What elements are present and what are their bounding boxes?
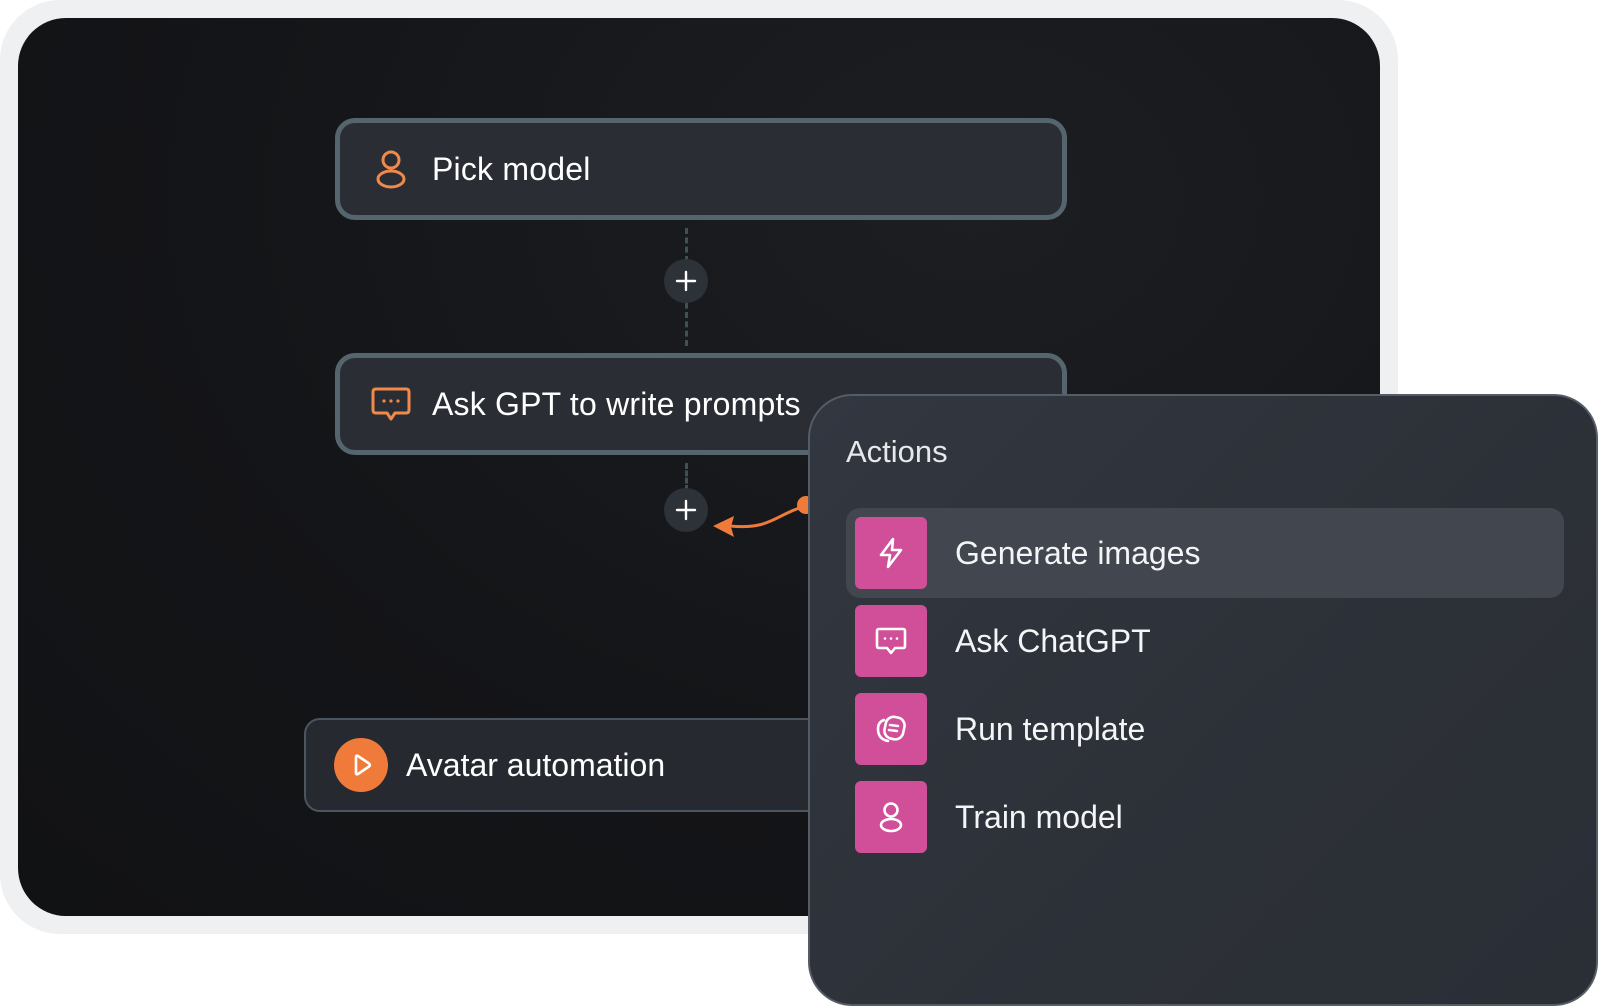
action-label: Generate images (955, 534, 1201, 571)
bolt-icon (855, 517, 927, 589)
person-icon (370, 148, 412, 190)
actions-panel: Actions Generate images Ask ChatGPT (808, 394, 1598, 1006)
action-label: Train model (955, 798, 1123, 835)
chat-bubble-icon (370, 383, 412, 425)
action-run-template[interactable]: Run template (846, 684, 1564, 774)
trigger-node-avatar-automation[interactable]: Avatar automation (304, 718, 864, 812)
add-step-button[interactable] (664, 488, 708, 532)
node-label: Ask GPT to write prompts (432, 385, 801, 422)
workflow-node-pick-model[interactable]: Pick model (335, 118, 1067, 220)
connector-line (685, 463, 688, 491)
add-step-button[interactable] (664, 259, 708, 303)
template-icon (855, 693, 927, 765)
action-ask-chatgpt[interactable]: Ask ChatGPT (846, 596, 1564, 686)
node-label: Pick model (432, 150, 591, 187)
plus-icon (675, 499, 697, 521)
action-label: Run template (955, 710, 1146, 747)
chat-bubble-icon (855, 605, 927, 677)
panel-title: Actions (846, 434, 948, 469)
plus-icon (675, 270, 697, 292)
person-icon (855, 781, 927, 853)
action-train-model[interactable]: Train model (846, 772, 1564, 862)
play-icon (334, 738, 388, 792)
action-label: Ask ChatGPT (955, 622, 1151, 659)
action-generate-images[interactable]: Generate images (846, 508, 1564, 598)
trigger-label: Avatar automation (406, 746, 666, 783)
